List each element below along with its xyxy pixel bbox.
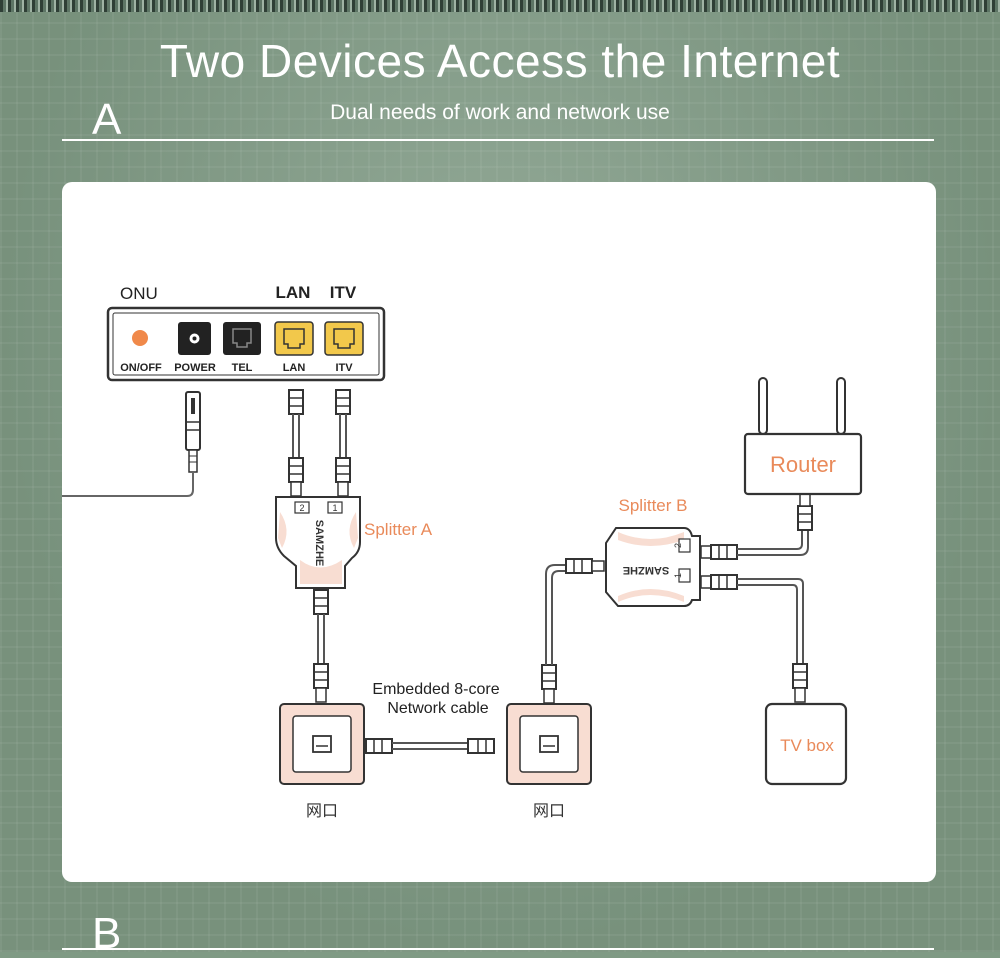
- page-subtitle: Dual needs of work and network use: [330, 101, 670, 124]
- onu-label: ONU: [120, 284, 158, 303]
- cable-splitter-b-to-router: [700, 493, 813, 560]
- onu-port-label-power: POWER: [174, 362, 216, 374]
- splitter-b-port-2: 2: [673, 543, 683, 548]
- wall-port-left-label: 网口: [306, 803, 338, 820]
- splitter-a-brand: SAMZHE: [313, 520, 325, 566]
- splitter-a-label: Splitter A: [364, 520, 433, 539]
- onu-device: [106, 306, 386, 382]
- lan-port-icon: [274, 321, 314, 356]
- router-device: [743, 377, 863, 496]
- top-border: [0, 0, 1000, 12]
- divider-top: [62, 139, 934, 141]
- onu-port-label-itv: ITV: [335, 362, 353, 374]
- cable-itv-to-splitter-a: [335, 389, 351, 497]
- splitter-a-port-2: 2: [299, 503, 304, 513]
- antenna-icon: [758, 377, 768, 435]
- antenna-icon: [836, 377, 846, 435]
- itv-port-icon: [324, 321, 364, 356]
- tel-port-icon: [223, 322, 261, 355]
- divider-bottom: [62, 948, 934, 950]
- splitter-b: [605, 527, 701, 607]
- splitter-a: [275, 496, 361, 589]
- splitter-a-port-1: 1: [332, 503, 337, 513]
- power-plug-icon: [185, 391, 201, 473]
- embedded-network-cable: [365, 738, 495, 754]
- cable-label-line1: Embedded 8-core: [372, 681, 499, 698]
- wall-port-left: [279, 703, 365, 785]
- onu-port-label-onoff: ON/OFF: [120, 362, 162, 374]
- power-cord: [62, 472, 194, 497]
- splitter-b-brand: SAMZHE: [623, 564, 669, 576]
- cable-lan-to-splitter-a: [288, 389, 304, 497]
- onu-port-label-lan: LAN: [283, 362, 306, 374]
- cable-splitter-a-to-wall: [313, 589, 329, 703]
- cable-wall-to-splitter-b: [541, 558, 605, 704]
- cable-splitter-b-to-tvbox: [700, 574, 808, 703]
- splitter-b-port-1: 1: [673, 573, 683, 578]
- onu-port-label-tel: TEL: [232, 362, 253, 374]
- onu-top-label-lan: LAN: [276, 283, 311, 302]
- router-label: Router: [770, 452, 836, 477]
- wall-port-right: [506, 703, 592, 785]
- splitter-b-label: Splitter B: [619, 496, 688, 515]
- onu-top-label-itv: ITV: [330, 283, 357, 302]
- section-a-letter: A: [92, 95, 122, 144]
- cable-label-line2: Network cable: [387, 700, 488, 717]
- page-title: Two Devices Access the Internet: [159, 35, 841, 87]
- tv-box-label: TV box: [780, 736, 834, 755]
- wall-port-right-label: 网口: [533, 803, 565, 820]
- tv-box-device: [764, 702, 848, 786]
- power-led-icon: [132, 330, 148, 346]
